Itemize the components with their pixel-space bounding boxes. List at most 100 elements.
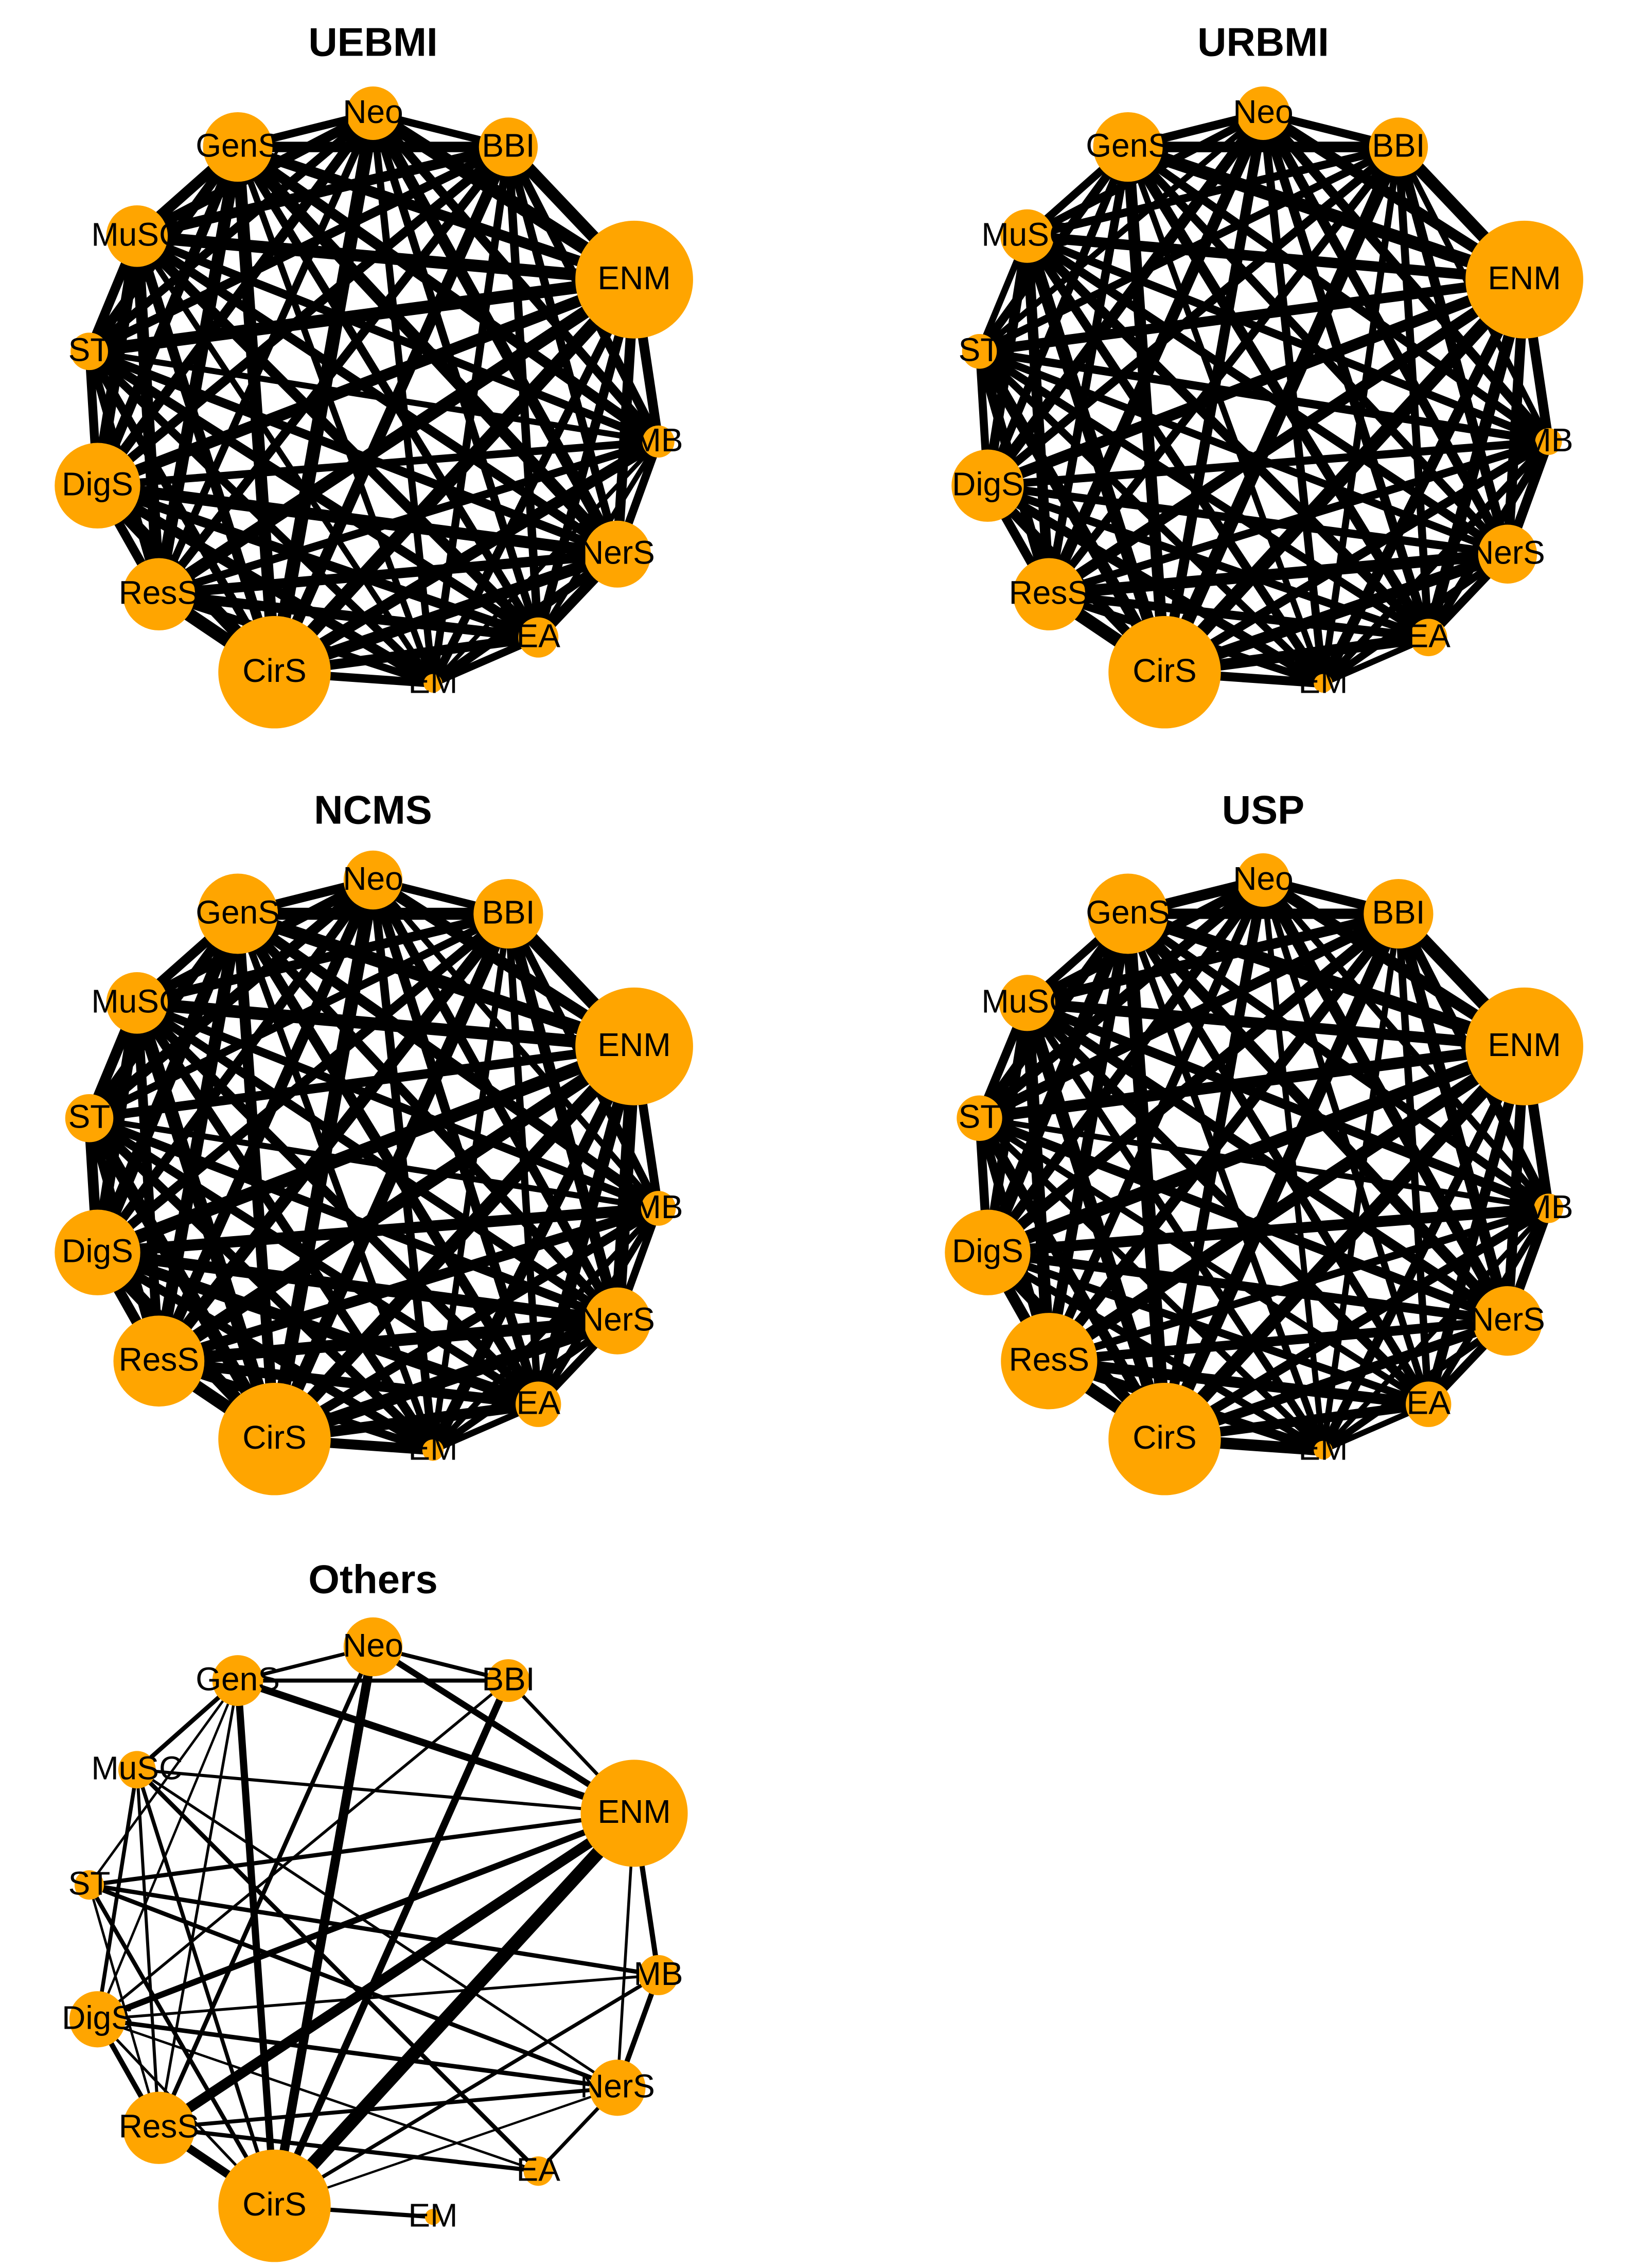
edge-ress-musc (132, 998, 164, 1366)
node-circle (423, 674, 443, 693)
edge-cirs-gens (1122, 141, 1171, 678)
node-circle (516, 1381, 561, 1427)
node-circle (55, 443, 140, 529)
edge-gens-enm (234, 1677, 638, 1817)
node-label: ResS (119, 574, 200, 611)
edge-musc-ress (135, 1768, 161, 2130)
node-ress: ResS (119, 2091, 199, 2164)
node-label: ST (959, 1098, 1001, 1135)
edge-mb-musc (1023, 232, 1553, 446)
node-bbi: BBI (1369, 117, 1428, 177)
edge-enm-gens (231, 907, 641, 1053)
node-circle (106, 205, 168, 267)
node-label: CirS (1133, 1419, 1196, 1456)
node-label: EA (517, 1384, 561, 1421)
node-ress: ResS (113, 1315, 205, 1407)
edge-ea-gens (234, 143, 543, 642)
edge-mb-cirs (1160, 437, 1553, 677)
node-circle (1108, 1383, 1221, 1496)
node-circle (118, 1751, 156, 1789)
node-gens: GenS (196, 112, 280, 182)
node-digs: DigS (55, 1209, 140, 1295)
node-circle (589, 2060, 646, 2116)
edge-neo-ress (1043, 108, 1269, 600)
node-enm: ENM (580, 1760, 688, 1867)
edge-group (83, 107, 664, 689)
node-digs: DigS (945, 1209, 1031, 1295)
node-ners: NerS (1470, 524, 1545, 584)
node-em: EM (408, 1430, 457, 1467)
edge-ea-musc (1022, 231, 1434, 643)
node-label: GenS (196, 1660, 280, 1697)
edge-enm-gens (1121, 907, 1531, 1053)
node-digs: DigS (55, 443, 140, 529)
node-musc: MuSC (981, 209, 1073, 263)
edge-ress-gens (1045, 143, 1133, 599)
edge-ners-gens (1122, 908, 1513, 1327)
edge-cirs-gens (232, 140, 281, 679)
node-label: ENM (597, 1793, 670, 1830)
edge-cirs-musc (1021, 230, 1171, 679)
node-circle (1465, 220, 1583, 339)
node-circle (113, 1315, 205, 1407)
edge-ners-gens (233, 909, 622, 1326)
node-label: GenS (1086, 127, 1170, 164)
node-gens: GenS (1086, 873, 1170, 954)
edge-mb-musc (1022, 998, 1553, 1214)
edge-em-gens (234, 144, 436, 687)
node-label: MuSC (981, 216, 1073, 253)
node-circle (575, 987, 693, 1105)
edge-ress-musc (1022, 231, 1055, 600)
node-circle (951, 449, 1024, 522)
edge-em-gens (1125, 144, 1326, 687)
edge-enm-st (87, 1811, 636, 1887)
node-label: EA (517, 618, 561, 655)
node-circle (642, 425, 675, 458)
node-label: CirS (242, 1419, 306, 1456)
edge-mb-cirs (270, 1203, 663, 1444)
edge-cirs-bbi (271, 1677, 512, 2210)
node-musc: MuSC (981, 975, 1073, 1031)
node-musc: MuSC (91, 1750, 183, 1789)
edge-ea-gens (1123, 909, 1433, 1409)
edge-enm-cirs (1158, 1040, 1531, 1446)
node-circle (122, 558, 196, 630)
node-circle (218, 616, 331, 729)
edge-em-gens (1124, 910, 1327, 1454)
edge-digs-gens (983, 143, 1133, 490)
edge-enm-cirs (268, 273, 641, 679)
edge-ea-ress (156, 2125, 541, 2173)
edge-enm-cirs (1158, 273, 1531, 679)
edge-ea-musc (132, 998, 543, 1409)
node-label: ST (68, 331, 111, 368)
node-label: ENM (1488, 1026, 1561, 1063)
edge-digs-gens (92, 142, 243, 491)
node-label: ST (68, 1098, 111, 1135)
panel-title: NCMS (314, 787, 432, 833)
edge-ea-st (84, 346, 543, 642)
edge-ress-gens (152, 907, 244, 1367)
node-cirs: CirS (218, 2150, 331, 2262)
edge-ea-digs (96, 2018, 540, 2173)
node-label: BBI (482, 1660, 535, 1697)
node-ea: EA (1407, 618, 1451, 657)
edge-cirs-gens (232, 908, 280, 1445)
node-circle (518, 617, 559, 658)
edge-digs-musc (982, 231, 1032, 491)
node-label: DigS (62, 1999, 133, 2036)
node-circle (422, 1439, 444, 1461)
edge-enm-cirs (268, 1806, 641, 2213)
node-circle (1236, 86, 1290, 140)
edge-mb-cirs (269, 435, 664, 678)
edge-cirs-musc (1021, 996, 1171, 1446)
node-label: EM (1298, 663, 1348, 700)
node-ners: NerS (1470, 1286, 1545, 1356)
node-enm: ENM (575, 220, 693, 339)
node-label: EM (408, 1430, 457, 1467)
edge-st-gens (88, 1679, 239, 1887)
node-label: MB (1524, 1188, 1573, 1225)
node-label: EA (1407, 618, 1451, 655)
node-ress: ResS (119, 558, 200, 630)
edge-enm-st (974, 1041, 1530, 1124)
